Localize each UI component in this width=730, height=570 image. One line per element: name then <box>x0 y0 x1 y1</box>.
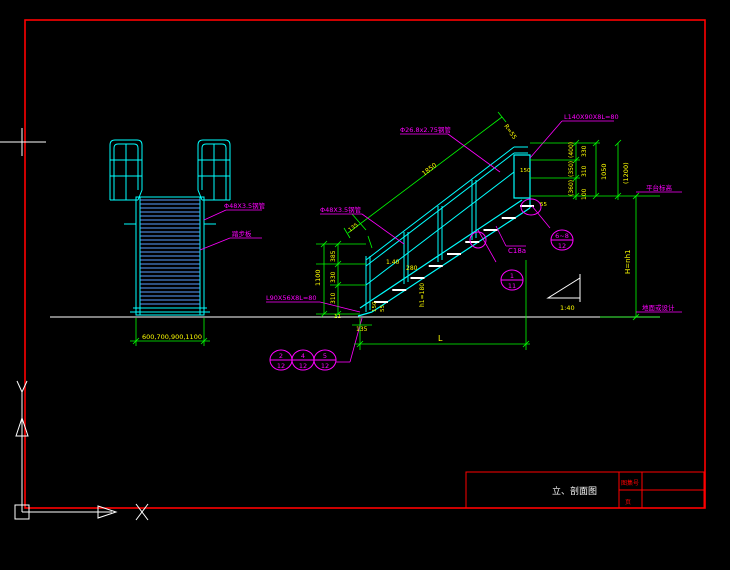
callout-6-8-num: 6~8 <box>555 232 569 240</box>
title-block <box>465 471 705 509</box>
dim-280: 280 <box>406 265 418 272</box>
callout-6-8-den: 12 <box>558 242 566 250</box>
dim-310: 310 <box>581 165 588 177</box>
front-width-options: 600,700,900,1100 <box>142 333 202 341</box>
ucs-axis-icon <box>14 380 149 521</box>
dim-350: 330 <box>330 271 337 283</box>
callout-5-num: 5 <box>323 352 327 360</box>
ground-level-label: 地面或设计 <box>642 303 675 312</box>
callout-1-den: 11 <box>508 282 516 290</box>
dim-135: 135 <box>356 326 368 333</box>
dim-400: (400) <box>568 142 575 158</box>
title-block-label-page: 页 <box>625 499 631 506</box>
drawing-title: 立、剖面图 <box>552 485 597 497</box>
dim-11: 11 <box>334 314 341 320</box>
callout-2-num: 2 <box>279 352 283 360</box>
title-block-label-no: 图集号 <box>621 479 639 487</box>
length-label: L <box>438 334 443 343</box>
dim-1-40-side: 1.40 <box>386 259 400 266</box>
handrail-spec-label: Φ26.8x2.75钢管 <box>400 125 451 134</box>
dim-135-top: 135 <box>348 222 360 233</box>
callout-2-den: 12 <box>277 362 285 370</box>
front-rail-spec-label: Φ48X3.5钢管 <box>224 201 266 210</box>
dim-360: (360) <box>568 180 575 196</box>
side-view: 1850 R=55 Φ26.8x2.75钢管 Φ48X3.5钢管 L140X90… <box>266 111 682 371</box>
dim-330: 330 <box>581 145 588 157</box>
dim-R55: R=55 <box>502 123 517 141</box>
dim-55-top: 55 <box>540 202 547 208</box>
platform-level-label: 平台标高 <box>646 183 673 192</box>
tread-plate-label: 踏步板 <box>232 229 252 238</box>
post-spec-label: Φ48X3.5钢管 <box>320 205 362 214</box>
slope-ratio-label: 1:40 <box>560 304 575 312</box>
dim-1050: 1050 <box>600 163 608 180</box>
callout-1-num: 1 <box>510 272 514 280</box>
dim-55: 55 <box>380 305 386 312</box>
total-height-label: H=nh1 <box>624 250 632 274</box>
dim-150-top: 150 <box>520 168 531 174</box>
channel-label: C18a <box>508 247 526 255</box>
dim-350-paren: (350) <box>568 161 575 177</box>
dim-150: 150 <box>372 301 378 312</box>
dim-100: 100 <box>581 188 588 200</box>
callout-4-den: 12 <box>299 362 307 370</box>
callout-4-num: 4 <box>301 352 305 360</box>
dim-335: 310 <box>330 292 337 304</box>
dim-1850: 1850 <box>420 161 438 177</box>
step-height-label: h1=180 <box>419 283 426 307</box>
top-angle-label: L140X90X8L=80 <box>564 113 619 121</box>
bottom-angle-label: L90X56X8L=80 <box>266 294 317 302</box>
dim-385: 385 <box>330 250 337 262</box>
dim-1200: (1200) <box>622 162 630 184</box>
callout-5-den: 12 <box>321 362 329 370</box>
drawing-frame <box>24 19 706 509</box>
crosshair-cursor <box>0 128 46 156</box>
front-view: Φ48X3.5钢管 踏步板 600,700,900,1100 <box>50 139 660 346</box>
dim-1100: 1100 <box>314 269 322 286</box>
